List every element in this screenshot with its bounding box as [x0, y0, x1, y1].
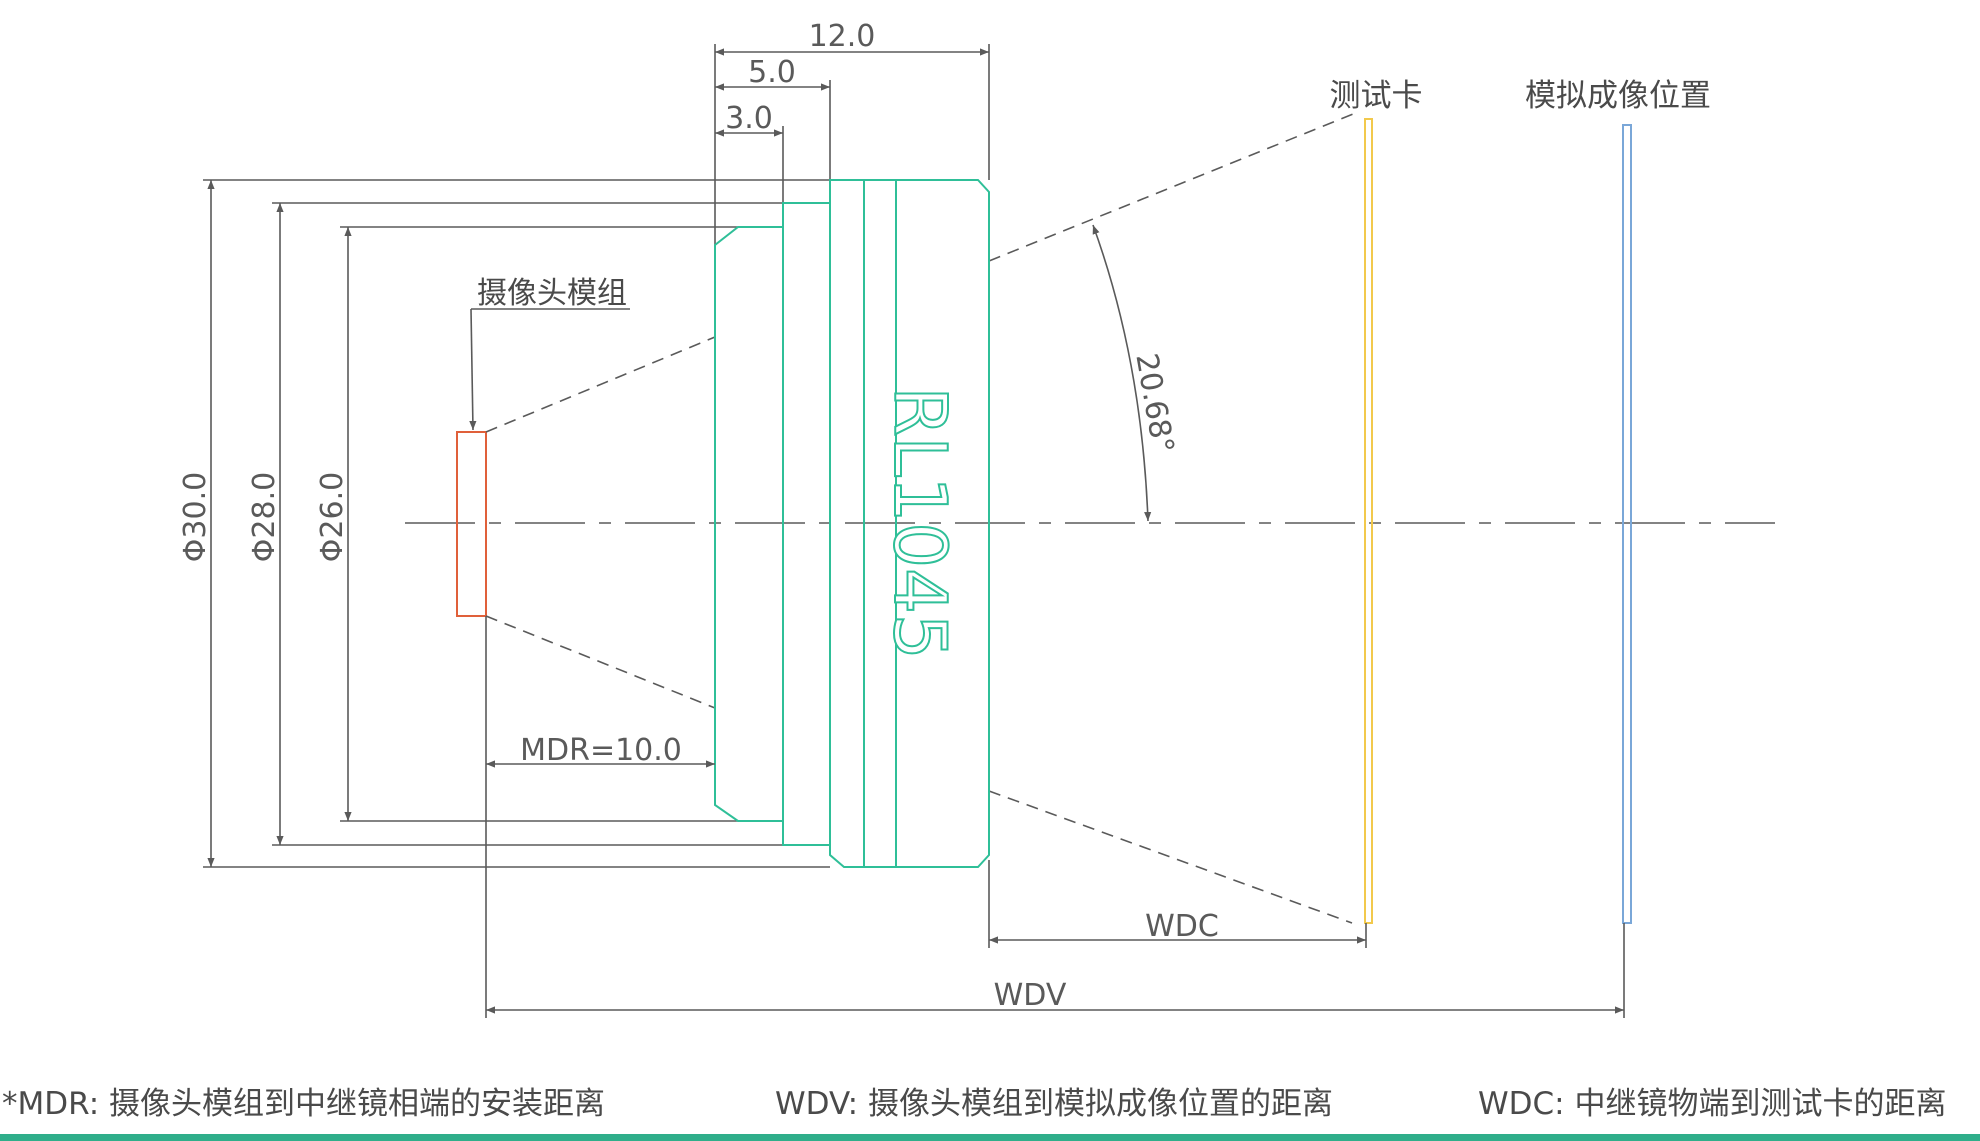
field-angle-arc	[1092, 224, 1152, 522]
distance-extension-lines	[485, 616, 1625, 1018]
wdc-label: WDC	[1145, 909, 1219, 944]
relay-lens-body	[714, 179, 990, 868]
test-card	[1364, 118, 1373, 924]
virtual-image-label: 模拟成像位置	[1525, 78, 1711, 114]
dim-dia-26: Φ26.0	[315, 472, 350, 562]
diameter-extension-lines	[203, 179, 830, 868]
fov-lines	[485, 111, 1359, 924]
wdv-label: WDV	[994, 978, 1067, 1013]
mdr-footnote: *MDR: 摄像头模组到中继镜相端的安装距离	[2, 1086, 605, 1122]
camera-module-sensor	[456, 431, 487, 617]
dim-12: 12.0	[809, 19, 876, 54]
length-dimension-lines	[715, 48, 989, 137]
dim-5: 5.0	[748, 55, 796, 90]
mdr-label: MDR=10.0	[520, 733, 682, 768]
camera-module-label: 摄像头模组	[477, 276, 627, 311]
field-angle-label: 20.68°	[1128, 351, 1180, 456]
diameter-dimension-lines	[207, 180, 352, 867]
dim-3: 3.0	[725, 101, 773, 136]
dim-dia-28: Φ28.0	[247, 472, 282, 562]
wdv-footnote: WDV: 摄像头模组到模拟成像位置的距离	[775, 1086, 1333, 1122]
wdc-footnote: WDC: 中继镜物端到测试卡的距离	[1478, 1086, 1947, 1122]
virtual-image-plane	[1622, 124, 1632, 924]
dim-dia-30: Φ30.0	[178, 472, 213, 562]
footer-rule	[0, 1134, 1980, 1141]
lens-model-label: RL1045	[878, 386, 962, 659]
camera-module-leader	[469, 308, 630, 431]
test-card-label: 测试卡	[1330, 78, 1423, 114]
